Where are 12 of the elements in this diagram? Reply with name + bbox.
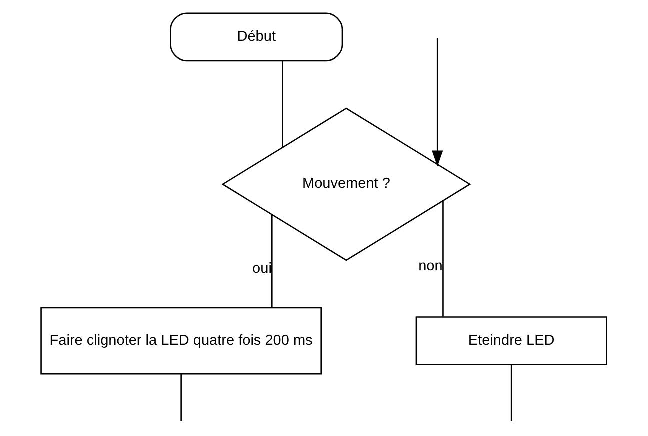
- node-box: Faire clignoter la LED quatre fois 200 ms: [40, 307, 322, 375]
- node-box: Début: [170, 12, 344, 62]
- edge-label: non: [418, 258, 443, 275]
- connector: [510, 364, 512, 422]
- arrow: [432, 38, 444, 167]
- connector: [180, 374, 182, 422]
- connector: [282, 62, 284, 148]
- node-box: Eteindre LED: [416, 316, 608, 366]
- node-diamond: Mouvement ?: [222, 108, 472, 262]
- connector: [271, 215, 273, 308]
- connector: [442, 201, 444, 317]
- edge-label: oui: [252, 261, 272, 278]
